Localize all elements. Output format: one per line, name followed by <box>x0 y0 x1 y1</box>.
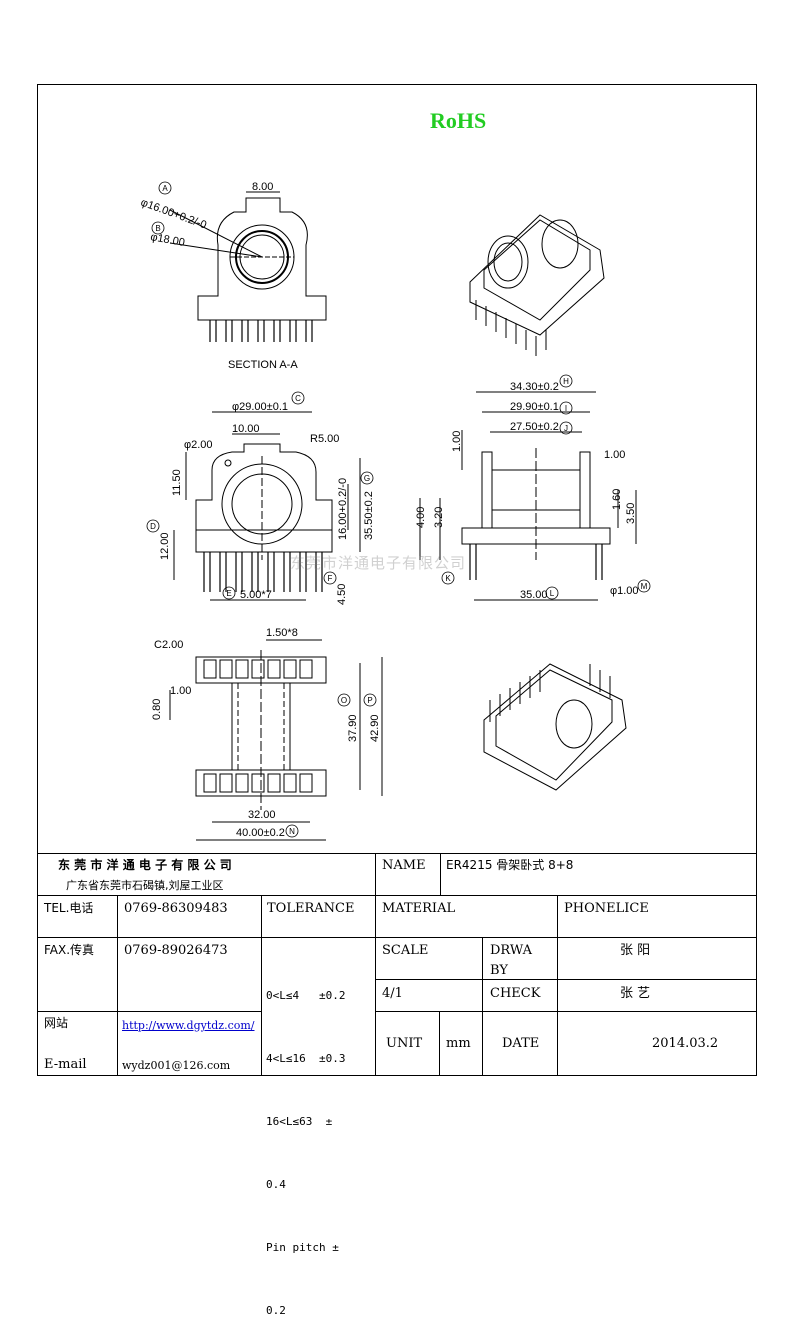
tolerance-label: TOLERANCE <box>267 901 355 916</box>
website-link[interactable]: http://www.dgytdz.com/ <box>122 1019 255 1032</box>
email-value: wydz001@126.com <box>122 1059 231 1072</box>
dim-h160: 1.60 <box>611 489 623 510</box>
dim-o: 37.90 <box>347 714 359 742</box>
dim-b080: 0.80 <box>151 699 163 720</box>
dim-b100: 1.00 <box>170 685 191 697</box>
tolerance-line: 0.2 <box>266 1304 286 1317</box>
tolerance-line: 16<L≤63 ± <box>266 1115 333 1128</box>
company-name: 东 莞 市 洋 通 电 子 有 限 公 司 <box>58 858 232 872</box>
callout-b: B <box>155 224 160 233</box>
callout-g: G <box>364 474 370 483</box>
dim-f: 4.50 <box>336 584 348 605</box>
callout-k: K <box>445 574 451 583</box>
company-address: 广东省东莞市石碣镇,刘屋工业区 <box>66 879 224 892</box>
dim-a-diameter: φ16.00+0.2/-0 <box>139 197 208 232</box>
dim-e: 5.00*7 <box>240 589 272 601</box>
dim-v100a: 1.00 <box>451 431 463 452</box>
dim-d2: φ2.00 <box>184 439 213 451</box>
dim-h1150: 11.50 <box>171 469 183 496</box>
drawn-label-2: BY <box>490 963 508 978</box>
dim-l: 35.00 <box>520 589 548 601</box>
technical-drawing: 8.00 φ16.00+0.2/-0 φ18.00 SECTION A-A φ2… <box>139 181 651 841</box>
part-name: ER4215 骨架卧式 8+8 <box>446 858 574 872</box>
bottom-view <box>169 639 383 841</box>
unit-value: mm <box>446 1036 471 1051</box>
callout-l: L <box>550 589 555 598</box>
tel-label: TEL.电话 <box>44 901 94 915</box>
watermark: 东莞市洋通电子有限公司 <box>290 554 467 572</box>
dim-c-diameter: φ29.00±0.1 <box>232 401 288 413</box>
check-label: CHECK <box>490 986 541 1001</box>
callout-m: M <box>641 582 648 591</box>
dim-p150: 1.50*8 <box>266 627 298 639</box>
rohs-label: RoHS <box>430 108 487 133</box>
dim-b-diameter: φ18.00 <box>149 231 185 249</box>
dim-h320: 3.20 <box>433 507 445 528</box>
callout-i: I <box>565 404 567 413</box>
callout-a: A <box>162 184 168 193</box>
tolerance-line: 0<L≤4 ±0.2 <box>266 989 346 1002</box>
dim-r5: R5.00 <box>310 433 339 445</box>
dim-n: 40.00±0.2 <box>236 827 285 839</box>
callout-h: H <box>563 377 569 386</box>
drawn-by: 张 阳 <box>620 943 651 958</box>
dim-c200: C2.00 <box>154 639 183 651</box>
drawing-sheet <box>37 84 757 1076</box>
dim-h1200: 12.00 <box>159 532 171 560</box>
tolerance-line: 4<L≤16 ±0.3 <box>266 1052 346 1065</box>
dim-w10: 10.00 <box>232 423 260 435</box>
date-value: 2014.03.2 <box>652 1036 719 1051</box>
scale-value: 4/1 <box>382 986 403 1001</box>
section-label: SECTION A-A <box>228 359 298 371</box>
fax-label: FAX.传真 <box>44 943 95 957</box>
callout-f: F <box>328 574 333 583</box>
material-value: PHONELICE <box>564 901 649 916</box>
dim-m: φ1.00 <box>610 585 639 597</box>
iso-view-bottom <box>483 663 627 791</box>
callout-o: O <box>341 696 347 705</box>
callout-c: C <box>295 394 301 403</box>
material-label: MATERIAL <box>382 901 456 916</box>
dim-h350: 3.50 <box>625 503 637 524</box>
tel-value: 0769-86309483 <box>124 901 228 916</box>
drawn-label-1: DRWA <box>490 943 533 958</box>
web-label: 网站 <box>44 1016 69 1030</box>
dim-top-width: 8.00 <box>252 181 273 193</box>
iso-view-top <box>469 214 605 356</box>
name-label: NAME <box>382 858 426 873</box>
callout-e: E <box>226 589 231 598</box>
section-view <box>169 191 327 342</box>
dim-h400: 4.00 <box>415 507 427 528</box>
callout-d: D <box>150 522 156 531</box>
dim-p: 42.90 <box>369 714 381 742</box>
dim-v100b: 1.00 <box>604 449 625 461</box>
side-view <box>419 391 637 601</box>
dim-g: 16.00+0.2/-0 <box>337 478 349 540</box>
callout-p: P <box>367 696 372 705</box>
dim-h: 34.30±0.2 <box>510 381 559 393</box>
scale-label: SCALE <box>382 943 429 958</box>
date-label: DATE <box>502 1036 540 1051</box>
tolerance-line: 0.4 <box>266 1178 286 1191</box>
unit-label: UNIT <box>386 1036 423 1051</box>
email-label: E-mail <box>44 1057 87 1072</box>
dim-w32: 32.00 <box>248 809 276 821</box>
tolerance-list: 0<L≤4 ±0.2 4<L≤16 ±0.3 16<L≤63 ± 0.4 Pin… <box>266 943 345 1342</box>
checked-by: 张 艺 <box>620 986 651 1001</box>
dim-h3550: 35.50±0.2 <box>363 491 375 540</box>
callout-n: N <box>289 827 295 836</box>
fax-value: 0769-89026473 <box>124 943 228 958</box>
callout-j: J <box>564 424 568 433</box>
front-view <box>173 411 361 601</box>
tolerance-line: Pin pitch ± <box>266 1241 339 1254</box>
dim-i: 29.90±0.1 <box>510 401 559 413</box>
dim-j: 27.50±0.2 <box>510 421 559 433</box>
